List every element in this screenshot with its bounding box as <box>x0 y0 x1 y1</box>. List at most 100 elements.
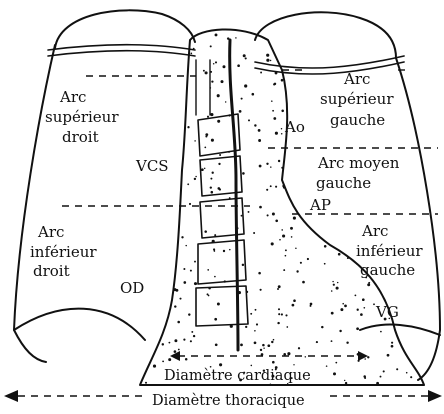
stipple-dot <box>274 83 276 85</box>
stipple-dot <box>339 75 342 78</box>
stipple-dot <box>367 283 370 286</box>
stipple-dot <box>165 154 167 156</box>
stipple-dot <box>418 111 421 114</box>
stipple-dot <box>145 382 147 384</box>
stipple-dot <box>281 128 282 129</box>
stipple-dot <box>374 47 377 50</box>
stipple-dot <box>310 305 312 307</box>
stipple-dot <box>400 226 402 228</box>
stipple-dot <box>159 178 161 180</box>
stipple-dot <box>335 362 337 364</box>
stipple-dot <box>143 313 146 316</box>
label-arc-sup-gauche-1: Arc <box>343 70 370 88</box>
stipple-dot <box>427 38 430 41</box>
stipple-dot <box>213 63 215 64</box>
stipple-dot <box>272 110 274 112</box>
stipple-dot <box>275 132 278 135</box>
stipple-dot <box>177 92 180 95</box>
stipple-dot <box>275 219 278 222</box>
stipple-dot <box>402 220 405 223</box>
stipple-dot <box>195 176 197 178</box>
stipple-dot <box>214 250 216 252</box>
stipple-dot <box>420 335 421 336</box>
stipple-dot <box>425 261 428 264</box>
stipple-dot <box>319 119 321 121</box>
stipple-dot <box>172 186 173 187</box>
stipple-dot <box>150 257 152 259</box>
stipple-dot <box>344 380 345 381</box>
stipple-dot <box>324 245 327 248</box>
stipple-dot <box>266 163 268 165</box>
stipple-dot <box>163 48 166 51</box>
stipple-dot <box>260 349 262 351</box>
stipple-dot <box>342 228 345 231</box>
stipple-dot <box>271 242 274 245</box>
stipple-dot <box>171 135 173 137</box>
stipple-dot <box>281 229 283 231</box>
stipple-dot <box>170 278 173 281</box>
stipple-dot <box>210 113 213 116</box>
stipple-dot <box>204 147 206 149</box>
stipple-dot <box>153 268 155 270</box>
thoracic-diameter: Diamètre thoracique <box>4 388 442 410</box>
stipple-dot <box>349 142 350 143</box>
stipple-dot <box>333 284 335 286</box>
stipple-dot <box>271 100 273 102</box>
stipple-dot <box>146 326 148 328</box>
stipple-dot <box>331 207 333 209</box>
stipple-dot <box>278 308 280 310</box>
stipple-dot <box>304 104 306 106</box>
stipple-dot <box>331 204 333 206</box>
stipple-dot <box>376 382 379 385</box>
stipple-dot <box>245 57 247 59</box>
stipple-dot <box>370 150 372 152</box>
stipple-dot <box>275 186 277 188</box>
stipple-dot <box>242 264 244 266</box>
stipple-dot <box>240 344 243 347</box>
stipple-dot <box>221 80 224 83</box>
stipple-dot <box>183 281 186 284</box>
stipple-dot <box>413 316 415 318</box>
stipple-dot <box>270 185 272 187</box>
stipple-dot <box>258 129 261 132</box>
stipple-dot <box>397 151 399 153</box>
stipple-dot <box>259 165 262 168</box>
stipple-dot <box>298 347 300 349</box>
trachea-midline <box>230 40 238 350</box>
stipple-dot <box>248 211 250 213</box>
stipple-dot <box>426 264 428 266</box>
stipple-dot <box>266 189 268 191</box>
stipple-dot <box>316 341 318 343</box>
stipple-dot <box>305 356 306 357</box>
stipple-dot <box>360 313 363 316</box>
stipple-dot <box>406 62 408 64</box>
stipple-dot <box>303 92 306 95</box>
stipple-dot <box>407 223 409 225</box>
stipple-dot <box>144 310 146 312</box>
stipple-dot <box>210 186 212 188</box>
stipple-dot <box>244 84 247 87</box>
stipple-dot <box>352 204 355 207</box>
stipple-dot <box>294 79 296 81</box>
stipple-dot <box>409 39 412 42</box>
left-lung-apex <box>255 12 396 58</box>
stipple-dot <box>361 198 363 200</box>
stipple-dot <box>271 341 273 343</box>
stipple-dot <box>175 69 177 71</box>
stipple-dot <box>164 86 166 88</box>
stipple-dot <box>394 182 396 184</box>
stipple-dot <box>174 305 176 307</box>
stipple-dot <box>418 212 419 213</box>
label-od: OD <box>120 279 144 297</box>
stipple-dot <box>340 36 342 38</box>
stipple-dot <box>185 245 186 246</box>
stipple-dot <box>360 133 362 135</box>
stipple-dot <box>307 149 310 152</box>
stipple-dot <box>207 293 209 295</box>
stipple-dot <box>281 110 284 113</box>
stipple-dot <box>391 342 393 344</box>
stipple-dot <box>423 159 426 162</box>
stipple-dot <box>281 50 283 52</box>
stipple-dot <box>165 259 167 261</box>
stipple-dot <box>386 38 387 39</box>
